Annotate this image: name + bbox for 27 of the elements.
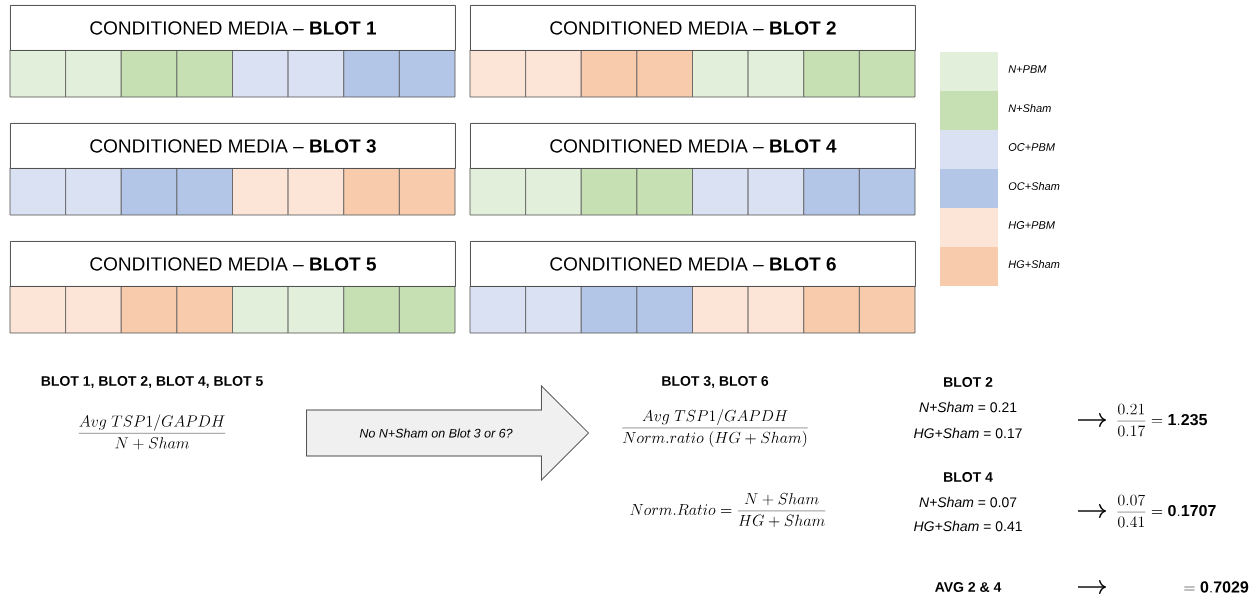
blot-header-box: CONDITIONED MEDIA – BLOT 2 — [470, 5, 916, 51]
legend-label: OC+PBM — [1008, 143, 1055, 151]
formula: $\frac{0.07}{0.41} = \mathbf{0.1707}$ — [1117, 494, 1216, 528]
blot-header-box: CONDITIONED MEDIA – BLOT 5 — [10, 241, 456, 287]
heading-text: BLOT 2 — [944, 377, 993, 387]
legend-label: HG+Sham — [1008, 259, 1060, 269]
formula: $\frac{Avg\ TSP1/GAPDH}{N+Sham}$ — [78, 414, 226, 450]
heading-text: BLOT 1, BLOT 2, BLOT 4, BLOT 5 — [41, 376, 263, 388]
value-text: N+Sham = 0.07 — [919, 496, 1017, 508]
formula: $\frac{0.21}{0.17} = \mathbf{1.235}$ — [1117, 403, 1208, 437]
blot-header-box: CONDITIONED MEDIA – BLOT 4 — [470, 123, 916, 169]
legend-label: HG+PBM — [1008, 221, 1055, 229]
heading-text: AVG 2 & 4 — [935, 582, 1002, 592]
value-text: HG+Sham = 0.17 — [913, 427, 1022, 439]
value-text: N+Sham = 0.21 — [919, 401, 1017, 413]
legend-label: OC+Sham — [1008, 181, 1060, 191]
value-text: HG+Sham = 0.41 — [913, 520, 1022, 532]
legend-label: N+Sham — [1008, 103, 1051, 113]
formula: $Norm.Ratio = \frac{N+Sham}{HG+Sham}$ — [630, 492, 826, 528]
blot-header-box: CONDITIONED MEDIA – BLOT 3 — [10, 123, 456, 169]
formula: $\frac{Avg\ TSP1/GAPDH}{Norm.ratio\ (HG+Sham)}$ — [622, 409, 808, 447]
blot-header-box: CONDITIONED MEDIA – BLOT 1 — [10, 5, 456, 51]
legend-label: N+PBM — [1008, 65, 1047, 73]
heading-text: BLOT 3, BLOT 6 — [662, 376, 769, 388]
formula: $= \mathbf{0.7029}$ — [1184, 581, 1249, 593]
blot-header-box: CONDITIONED MEDIA – BLOT 6 — [470, 241, 916, 287]
heading-text: BLOT 4 — [944, 472, 993, 482]
